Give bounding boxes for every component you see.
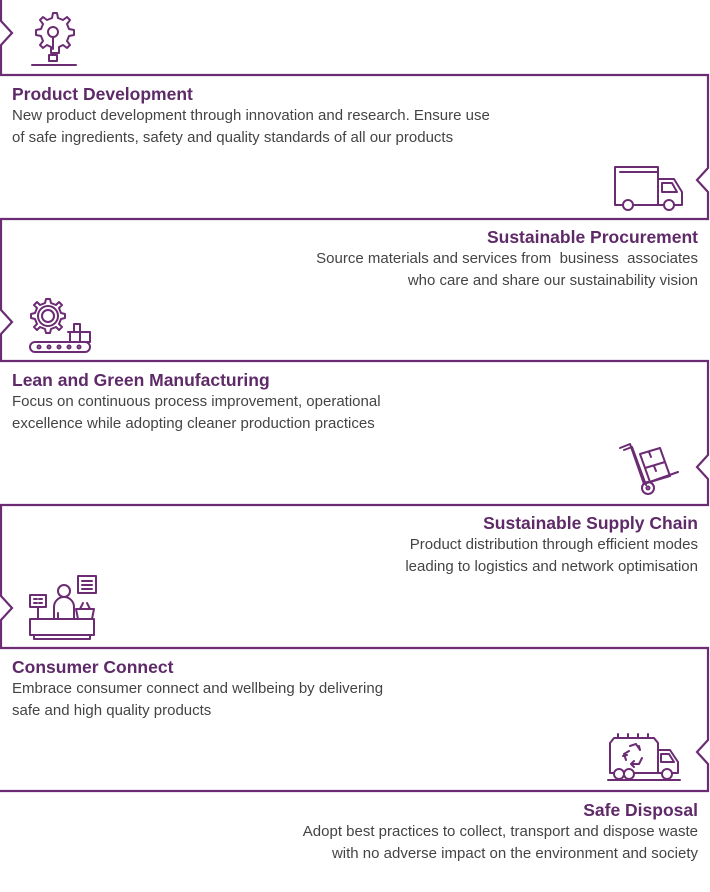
checkout-counter-icon: [28, 573, 100, 646]
gear-conveyor-icon: [26, 296, 94, 363]
stage-description-line: New product development through innovati…: [12, 107, 490, 124]
stage-title: Sustainable Procurement: [486, 227, 698, 247]
stage-sustainable-procurement: Sustainable Procurement Source materials…: [0, 226, 698, 292]
stage-sustainable-supply-chain: Sustainable Supply Chain Product distrib…: [0, 512, 698, 578]
stage-description-line: excellence while adopting cleaner produc…: [12, 415, 375, 432]
recycling-truck-icon: [606, 730, 682, 787]
stage-description-line: Embrace consumer connect and wellbeing b…: [12, 680, 384, 697]
delivery-truck-icon: [612, 163, 684, 218]
stage-description-line: leading to logistics and network optimis…: [405, 558, 698, 575]
stage-description-line: Source materials and services from busin…: [316, 250, 698, 267]
stage-title: Consumer Connect: [12, 657, 174, 677]
stage-description-line: Focus on continuous process improvement,…: [12, 393, 381, 410]
stage-description-line: safe and high quality products: [12, 702, 212, 719]
stage-title: Product Development: [12, 84, 193, 104]
lightbulb-gear-icon: [28, 10, 78, 73]
stage-title: Lean and Green Manufacturing: [12, 370, 270, 390]
stage-description-line: with no adverse impact on the environmen…: [331, 845, 698, 862]
stage-description-line: who care and share our sustainability vi…: [407, 272, 698, 289]
stage-safe-disposal: Safe Disposal Adopt best practices to co…: [0, 799, 698, 865]
stage-description-line: of safe ingredients, safety and quality …: [12, 129, 454, 146]
stage-title: Sustainable Supply Chain: [483, 513, 698, 533]
stage-description-line: Product distribution through efficient m…: [409, 536, 698, 553]
stage-description-line: Adopt best practices to collect, transpo…: [302, 823, 698, 840]
stage-lean-green-manufacturing: Lean and Green Manufacturing Focus on co…: [12, 369, 710, 435]
stage-product-development: Product Development New product developm…: [12, 83, 710, 149]
stage-consumer-connect: Consumer Connect Embrace consumer connec…: [12, 656, 710, 722]
stage-title: Safe Disposal: [583, 800, 698, 820]
hand-truck-icon: [618, 440, 684, 503]
